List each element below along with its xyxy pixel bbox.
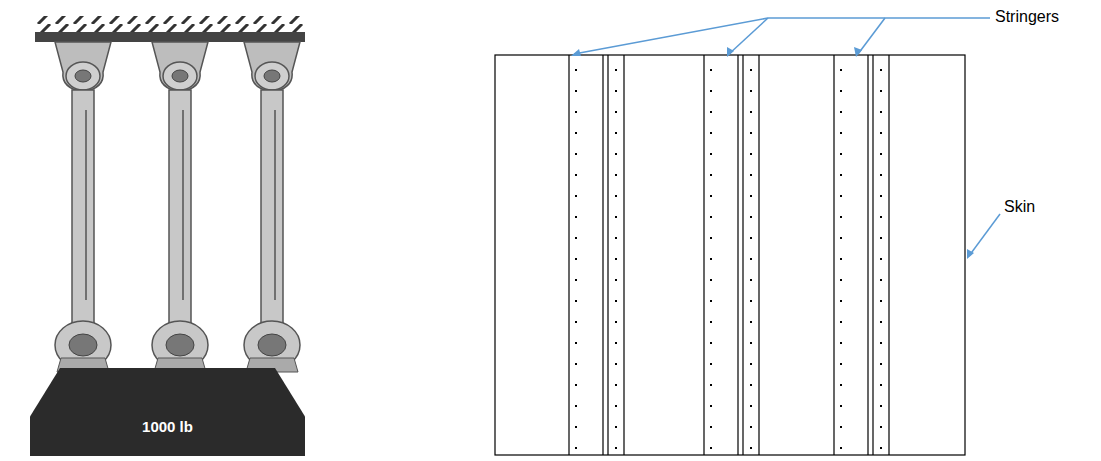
callout-label: Stringers [995, 8, 1059, 26]
skin-panel [495, 55, 965, 455]
leader-arrowheads [571, 47, 974, 259]
weight-block: 1000 lb [30, 368, 305, 456]
weight-label: 1000 lb [142, 418, 193, 435]
weight-shape [30, 368, 305, 456]
callout-label: Skin [1004, 198, 1035, 216]
leader-lines [574, 18, 1000, 256]
ceiling [35, 32, 305, 42]
rivet-dots [575, 69, 882, 449]
stringers [569, 55, 889, 455]
ceiling-hatch [35, 16, 305, 32]
